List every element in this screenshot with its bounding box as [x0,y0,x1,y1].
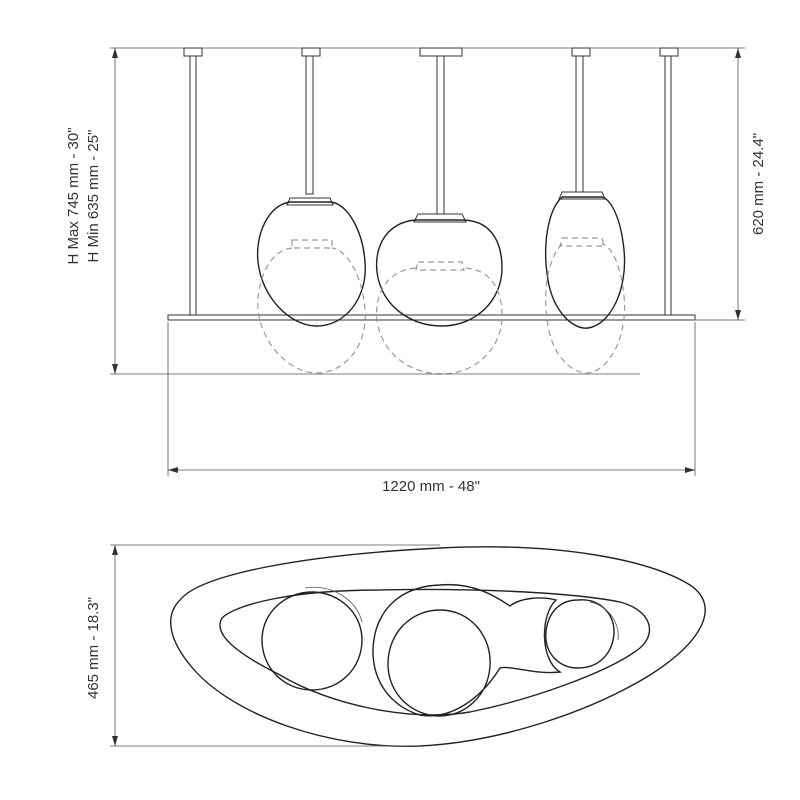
depth-label: 465 mm - 18.3" [85,597,102,699]
globe-right-top-rim [589,601,619,641]
globe-left [256,197,366,327]
width-dimension: 1220 mm - 48" [167,322,696,495]
canopy-right-pendant [571,47,591,57]
width-label: 1220 mm - 48" [382,478,480,495]
pendant-rod-right [575,55,584,195]
fixture-height-dimension: 620 mm - 24.4" [690,48,767,321]
canopy-right-end [659,47,679,57]
arrow-up-icon [112,545,118,555]
globe-right-top [545,599,615,669]
pendant-rod-center [436,55,445,217]
support-rod-left [189,55,197,319]
arrow-left-icon [168,467,178,473]
arrow-right-icon [685,467,695,473]
lowered-position-outlines [257,237,626,375]
front-view: H Max 745 mm - 30" H Min 635 mm - 25" 62… [65,47,767,495]
globe-right [545,191,626,329]
support-rod-right [664,55,672,319]
fixture-height-label: 620 mm - 24.4" [750,133,767,235]
height-dimension: H Max 745 mm - 30" H Min 635 mm - 25" [65,48,640,375]
globe-center-top [387,609,491,717]
inner-ring-outline [219,588,651,716]
arrow-down-icon [112,736,118,746]
height-min-label: H Min 635 mm - 25" [85,130,102,263]
canopy-center-pendant [419,47,463,57]
arrow-down-icon [112,364,118,374]
horizontal-bar [167,314,696,321]
arrow-down-icon [735,310,741,320]
globe-left-top [261,591,363,691]
center-canopy-ring [372,583,563,717]
top-view: 465 mm - 18.3" [85,544,706,748]
globe-center [375,213,503,327]
arrow-up-icon [112,48,118,58]
depth-dimension: 465 mm - 18.3" [85,544,440,747]
canopy-left-pendant [301,47,321,57]
canopy-left-end [183,47,203,57]
canopy-outline [170,546,706,748]
pendant-rod-left [305,55,314,195]
globe-left-top-rim [304,586,363,623]
arrow-up-icon [735,48,741,58]
height-max-label: H Max 745 mm - 30" [65,127,82,264]
